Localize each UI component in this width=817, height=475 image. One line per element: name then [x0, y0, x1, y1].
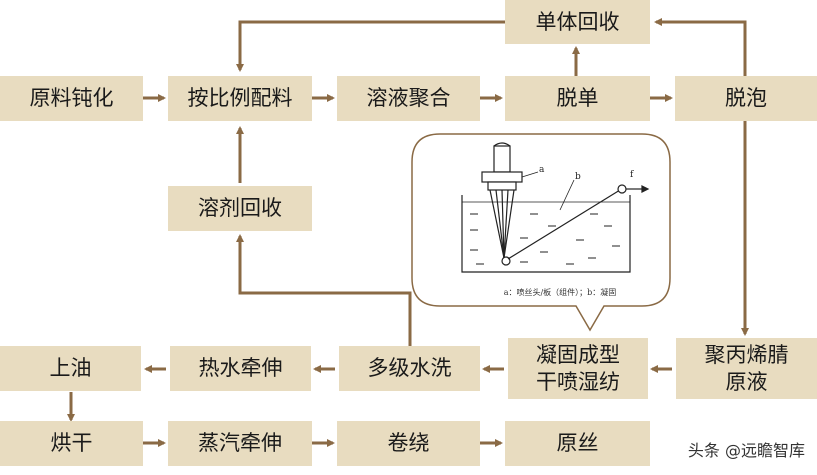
node-defoaming: 脱泡: [675, 76, 817, 121]
arrow-monomer-recovery-to-proportion: [236, 20, 505, 72]
watermark: 头条 @远瞻智库: [687, 441, 805, 460]
node-steam-stretch: 蒸汽牵伸: [168, 421, 312, 466]
inset-caption: a：喷丝头/板（组件）；b：凝固: [503, 288, 617, 297]
inset-label-b: b: [575, 172, 581, 182]
node-demonomerization: 脱单: [505, 76, 650, 121]
node-spinning: 凝固成型干喷湿纺: [508, 338, 648, 399]
node-solution-polymerization: 溶液聚合: [337, 76, 480, 121]
callout-bubble: [411, 133, 671, 332]
node-multistage-wash: 多级水洗: [339, 346, 480, 391]
node-solvent-recovery: 溶剂回收: [168, 186, 312, 231]
node-pan-solution: 聚丙烯腈原液: [676, 338, 817, 399]
inset-label-a: a: [539, 165, 545, 175]
node-winding: 卷绕: [337, 421, 480, 466]
spinning-bath-illustration: [461, 142, 650, 273]
node-precursor: 原丝: [505, 421, 650, 466]
node-drying: 烘干: [0, 421, 143, 466]
inset-label-f: f: [630, 170, 634, 180]
arrow-wash-to-solvent: [236, 234, 412, 346]
node-oiling: 上油: [0, 346, 141, 391]
node-raw-passivation: 原料钝化: [0, 76, 143, 121]
arrow-defoam-to-monomer-recovery: [654, 18, 747, 76]
node-hot-water-stretch: 热水牵伸: [170, 346, 311, 391]
node-monomer-recovery: 单体回收: [505, 0, 650, 44]
node-proportioning: 按比例配料: [168, 76, 312, 121]
